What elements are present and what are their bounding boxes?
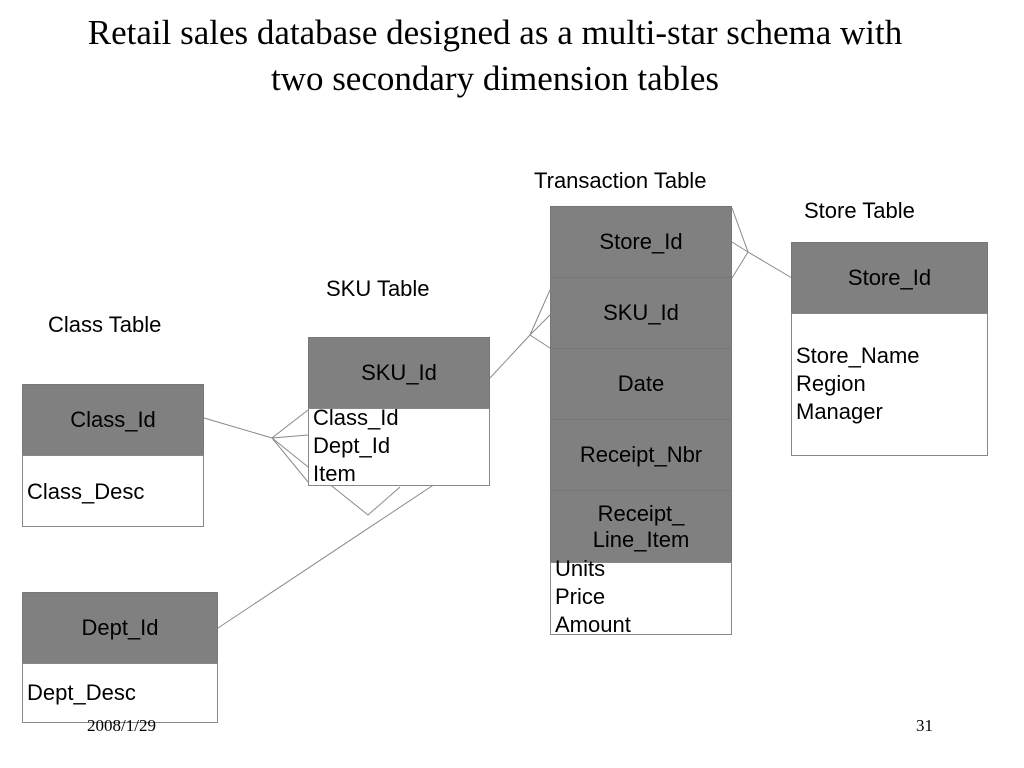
class-attr-class-desc: Class_Desc xyxy=(27,479,145,504)
slide-title-line-1: Retail sales database designed as a mult… xyxy=(87,13,903,52)
sku-relationship-crowfoot xyxy=(529,289,551,349)
transaction-key-sku-id: SKU_Id xyxy=(550,277,732,349)
transaction-key-store-id: Store_Id xyxy=(550,206,732,278)
sku-attr-dept-id: Dept_Id xyxy=(313,433,391,458)
store-attr-store-name: Store_Name xyxy=(796,343,920,368)
transaction-attr-units: Units xyxy=(555,556,606,581)
store-table-label: Store Table xyxy=(804,198,915,223)
sku-attributes: Class_Id Dept_Id Item xyxy=(308,405,490,486)
slide-title: Retail sales database designed as a mult… xyxy=(0,10,990,102)
dept-attr-dept-desc: Dept_Desc xyxy=(27,680,136,705)
class-key-class-id: Class_Id xyxy=(22,384,204,456)
sku-relationship-link xyxy=(489,334,531,379)
transaction-table-label: Transaction Table xyxy=(534,168,707,193)
store-key-store-id: Store_Id xyxy=(791,242,988,314)
dept-attributes: Dept_Desc xyxy=(22,663,218,723)
transaction-key-receipt-line-item: Receipt_ Line_Item xyxy=(550,490,732,563)
sku-attr-class-id: Class_Id xyxy=(313,405,399,430)
sku-relationship-crowfoot-mid xyxy=(529,314,551,336)
sku-table-label: SKU Table xyxy=(326,276,430,301)
transaction-key-receipt-nbr: Receipt_Nbr xyxy=(550,419,732,491)
transaction-attr-price: Price xyxy=(555,584,606,609)
store-attributes: Store_Name Region Manager xyxy=(791,313,988,456)
store-attr-manager: Manager xyxy=(796,399,883,424)
sku-key-sku-id: SKU_Id xyxy=(308,337,490,409)
footer-date: 2008/1/29 xyxy=(87,716,156,735)
transaction-key-date: Date xyxy=(550,348,732,420)
class-relationship-link xyxy=(203,417,273,439)
store-relationship-crowfoot xyxy=(731,241,749,253)
class-relationship-crowfoot xyxy=(271,409,309,483)
store-relationship-link xyxy=(747,251,793,279)
dept-relationship-link xyxy=(217,477,445,629)
store-attr-region: Region xyxy=(796,371,866,396)
slide-title-line-2: two secondary dimension tables xyxy=(270,59,720,98)
dept-key-dept-id: Dept_Id xyxy=(22,592,218,664)
class-table-label: Class Table xyxy=(48,312,162,337)
class-attributes: Class_Desc xyxy=(22,455,204,527)
class-relationship-crowfoot-mid xyxy=(271,434,309,439)
sku-attr-item: Item xyxy=(313,461,356,486)
transaction-attributes: Units Price Amount xyxy=(550,556,732,637)
transaction-attr-amount: Amount xyxy=(555,612,631,637)
page-number: 31 xyxy=(916,716,933,735)
dept-relationship-crowfoot xyxy=(271,437,401,516)
